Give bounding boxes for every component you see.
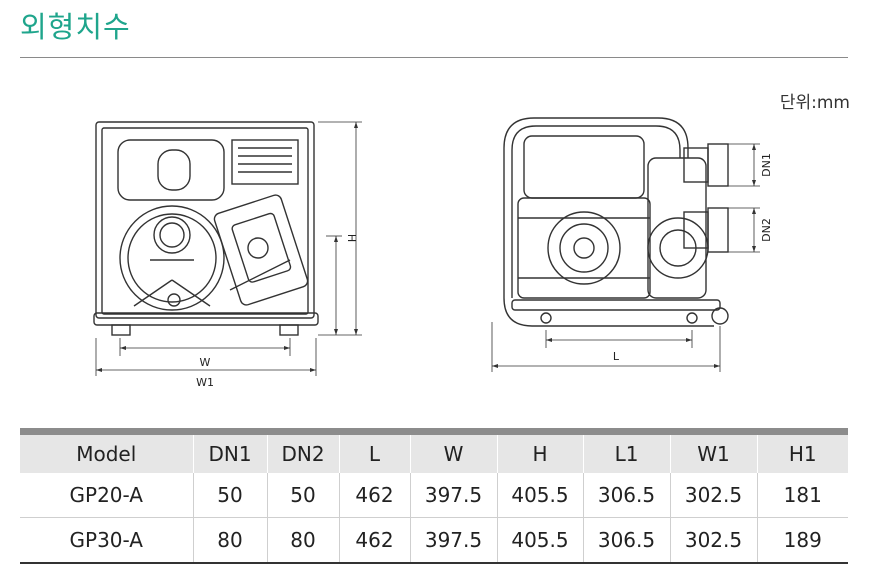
- header-h1: H1: [756, 435, 848, 473]
- cell-dn1: 50: [192, 473, 267, 518]
- table-top-bar: [20, 428, 848, 435]
- cell-w1: 302.5: [669, 517, 757, 564]
- cell-dn2: 50: [266, 473, 339, 518]
- unit-label: 단위:mm: [779, 93, 850, 113]
- dimensions-table: Model DN1 DN2 L W H L1 W1 H1 GP20-A 50 5…: [20, 428, 848, 564]
- header-w1: W1: [669, 435, 757, 473]
- header-dn2: DN2: [266, 435, 339, 473]
- header-l: L: [338, 435, 410, 473]
- header-h: H: [496, 435, 583, 473]
- h-dimension-label: H: [345, 234, 358, 242]
- side-view-drawing: DN1 DN2 L: [488, 108, 788, 376]
- cell-w1: 302.5: [669, 473, 757, 518]
- cell-w: 397.5: [409, 517, 497, 564]
- header-model: Model: [20, 435, 193, 473]
- cell-h: 405.5: [496, 517, 583, 564]
- cell-l1: 306.5: [582, 473, 670, 518]
- cell-h: 405.5: [496, 473, 583, 518]
- header-dn1: DN1: [192, 435, 267, 473]
- cell-w: 397.5: [409, 473, 497, 518]
- cell-model: GP30-A: [20, 517, 193, 564]
- cell-h1: 189: [756, 517, 848, 564]
- cell-l1: 306.5: [582, 517, 670, 564]
- dn2-dimension-label: DN2: [760, 218, 773, 242]
- cell-dn2: 80: [266, 517, 339, 564]
- header-w: W: [409, 435, 497, 473]
- dn1-dimension-label: DN1: [760, 153, 773, 177]
- cell-dn1: 80: [192, 517, 267, 564]
- table-row: GP20-A 50 50 462 397.5 405.5 306.5 302.5…: [20, 473, 848, 518]
- cell-l: 462: [338, 517, 410, 564]
- w-dimension-label: W: [200, 356, 211, 369]
- cell-h1: 181: [756, 473, 848, 518]
- cell-l: 462: [338, 473, 410, 518]
- l-dimension-label: L: [613, 350, 620, 363]
- table-header-row: Model DN1 DN2 L W H L1 W1 H1: [20, 435, 848, 473]
- header-l1: L1: [582, 435, 670, 473]
- front-view-drawing: W W1 H: [90, 110, 380, 390]
- table-row: GP30-A 80 80 462 397.5 405.5 306.5 302.5…: [20, 517, 848, 564]
- page-title: 외형치수: [20, 10, 131, 44]
- w1-dimension-label: W1: [196, 376, 214, 389]
- title-divider: [20, 57, 848, 58]
- cell-model: GP20-A: [20, 473, 193, 518]
